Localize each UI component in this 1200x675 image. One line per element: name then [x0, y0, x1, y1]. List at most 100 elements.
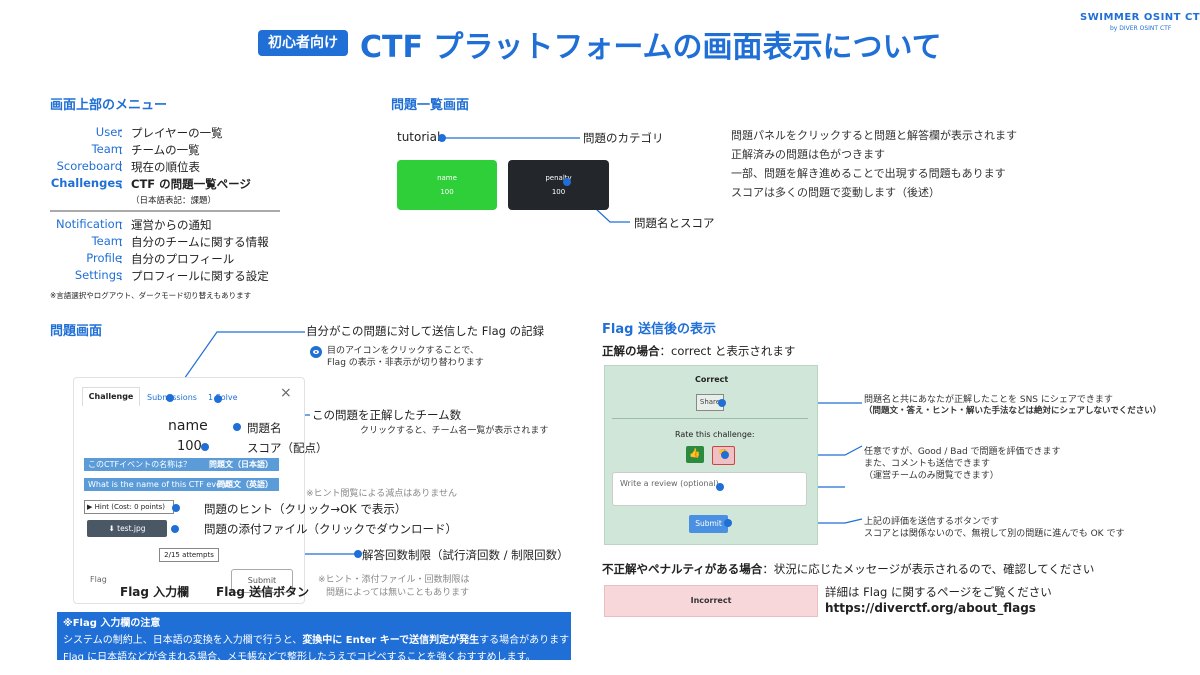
- menu-section-title: 画面上部のメニュー: [50, 98, 168, 113]
- page-title: CTF プラットフォームの画面表示について: [360, 30, 942, 65]
- challenge-card-unsolved[interactable]: penalty 100: [508, 160, 609, 210]
- solves-note: クリックすると、チーム名一覧が表示されます: [360, 426, 549, 436]
- correct-heading: 正解の場合：correct と表示されます: [602, 343, 795, 359]
- caution-line-1: システムの制約上、日本語の変換を入力欄で行うと、変換中に Enter キーで送信…: [63, 631, 569, 646]
- pointer-dot: [201, 443, 209, 451]
- menu-value: 自分のチームに関する情報: [131, 235, 269, 249]
- description-ja-text: このCTFイベントの名称は？: [88, 460, 192, 469]
- menu-value: CTF の問題一覧ページ: [131, 177, 251, 191]
- menu-item-challenges: Challenges: [0, 176, 122, 192]
- attachment-button[interactable]: ⬇ test.jpg: [87, 520, 167, 537]
- flag-input[interactable]: Flag: [90, 575, 107, 584]
- menu-item-team: Team: [0, 142, 122, 158]
- menu-value: チームの一覧: [131, 143, 200, 157]
- description-en-text: What is the name of this CTF event: [88, 480, 230, 489]
- category-annotation: 問題のカテゴリ: [583, 131, 664, 145]
- menu-key: Scoreboard: [56, 159, 122, 173]
- list-note-2: 正解済みの問題は色がつきます: [731, 148, 885, 161]
- card-score: 100: [551, 188, 566, 196]
- menu-key: User: [95, 125, 122, 139]
- review-submit-button[interactable]: Submit: [689, 515, 728, 533]
- pointer-dot: [721, 451, 729, 459]
- list-note-3: 一部、問題を解き進めることで出現する問題もあります: [731, 167, 1006, 180]
- category-label: tutorial: [397, 130, 441, 144]
- list-note-4: スコアは多くの問題で変動します（後述）: [731, 186, 940, 199]
- caution-line-2: Flag に日本語などが含まれる場合、メモ帳などで整形したうえでコピペすることを…: [63, 652, 536, 663]
- challenge-score: 100: [177, 439, 202, 454]
- pointer-dot: [233, 423, 241, 431]
- close-icon[interactable]: ×: [280, 385, 292, 401]
- thumbs-up-icon[interactable]: 👍: [686, 446, 704, 463]
- menu-value: 運営からの通知: [131, 218, 212, 232]
- correct-heading-text: ：correct と表示されます: [659, 344, 796, 358]
- eye-icon: [310, 346, 322, 358]
- review-textarea[interactable]: [612, 472, 807, 506]
- menu-key: Notification: [56, 217, 122, 231]
- name-score-annotation: 問題名とスコア: [634, 216, 715, 230]
- description-ja-tag: 問題文（日本語）: [209, 460, 273, 469]
- menu-value: プロフィールに関する設定: [131, 269, 269, 283]
- share-note-1: 問題名と共にあなたが正解したことを SNS にシェアできます: [864, 395, 1113, 405]
- problem-section-title: 問題画面: [50, 324, 103, 339]
- rate-note-3: （運営チームのみ閲覧できます）: [864, 471, 999, 481]
- list-note-1: 問題パネルをクリックすると問題と解答欄が表示されます: [731, 129, 1017, 142]
- pointer-dot: [214, 395, 222, 403]
- solves-annotation: この問題を正解したチーム数: [312, 408, 462, 422]
- pointer-dot: [172, 504, 180, 512]
- menu-value: 現在の順位表: [131, 160, 200, 174]
- caution-emphasis: 変換中に Enter キーで送信判定が発生: [302, 635, 480, 646]
- share-button[interactable]: Share: [696, 394, 724, 411]
- eye-note-1: 目のアイコンをクリックすることで、: [327, 346, 479, 356]
- correct-message: Correct: [695, 375, 729, 384]
- logo-main: SWIMMER OSINT CTF: [1080, 12, 1200, 23]
- challenge-card-solved[interactable]: name 100: [397, 160, 497, 210]
- menu-footnote: ※言語選択やログアウト、ダークモード切り替えもあります: [50, 291, 252, 300]
- after-section-title: Flag 送信後の表示: [602, 322, 716, 337]
- menu-item-user: User: [0, 125, 122, 141]
- submissions-annotation: 自分がこの問題に対して送信した Flag の記録: [306, 324, 545, 338]
- description-en-tag: 問題文（英語）: [217, 480, 273, 489]
- caution-text: する場合があります: [479, 635, 570, 646]
- menu-key: Team: [91, 142, 122, 156]
- download-icon: ⬇: [108, 524, 118, 533]
- colon: ：: [118, 160, 130, 174]
- menu-item-notification: Notification: [0, 217, 122, 233]
- flag-submit-button[interactable]: Submit: [231, 569, 293, 593]
- share-note-2: （問題文・答え・ヒント・解いた手法などは絶対にシェアしないでください）: [864, 406, 1162, 416]
- colon: ：: [118, 143, 130, 157]
- attachment-name: test.jpg: [117, 524, 146, 533]
- menu-key: Settings: [74, 268, 122, 282]
- description-en: What is the name of this CTF event 問題文（英…: [84, 478, 279, 491]
- attachment-annotation: 問題の添付ファイル（クリックでダウンロード）: [204, 522, 457, 536]
- card-score: 100: [440, 188, 454, 196]
- pointer-dot: [354, 550, 362, 558]
- pointer-dot: [171, 525, 179, 533]
- pointer-dot: [438, 134, 446, 142]
- card-name: name: [437, 174, 457, 182]
- menu-key: Profile: [86, 251, 122, 265]
- wrong-heading-text: ：状況に応じたメッセージが表示されるので、確認してください: [762, 562, 1095, 576]
- caution-title: ※Flag 入力欄の注意: [63, 618, 161, 629]
- beginner-badge: 初心者向け: [258, 30, 348, 56]
- colon: ：: [118, 235, 130, 249]
- detail-note: 詳細は Flag に関するページをご覧ください: [825, 585, 1052, 599]
- caution-text: システムの制約上、日本語の変換を入力欄で行うと、: [63, 635, 303, 646]
- menu-value: プレイヤーの一覧: [131, 126, 223, 140]
- attempts-counter: 2/15 attempts: [159, 548, 219, 562]
- card-name: penalty: [545, 174, 572, 182]
- tab-challenge[interactable]: Challenge: [82, 387, 140, 406]
- description-ja: このCTFイベントの名称は？ 問題文（日本語）: [84, 458, 279, 471]
- hint-button[interactable]: ▶ Hint (Cost: 0 points): [84, 500, 174, 514]
- name-annotation: 問題名: [247, 421, 282, 435]
- colon: ：: [118, 269, 130, 283]
- hint-annotation: 問題のヒント（クリック→OK で表示）: [204, 502, 407, 516]
- menu-key: Challenges: [50, 176, 122, 190]
- colon: ：: [118, 177, 130, 191]
- incorrect-message: Incorrect: [604, 585, 818, 617]
- tab-solves[interactable]: 1 Solve: [208, 393, 238, 402]
- menu-item-settings: Settings: [0, 268, 122, 284]
- pointer-dot: [716, 483, 724, 491]
- challenge-name: name: [168, 418, 208, 434]
- flags-page-link[interactable]: https://diverctf.org/about_flags: [825, 601, 1036, 615]
- hint-note: ※ヒント閲覧による減点はありません: [306, 489, 458, 499]
